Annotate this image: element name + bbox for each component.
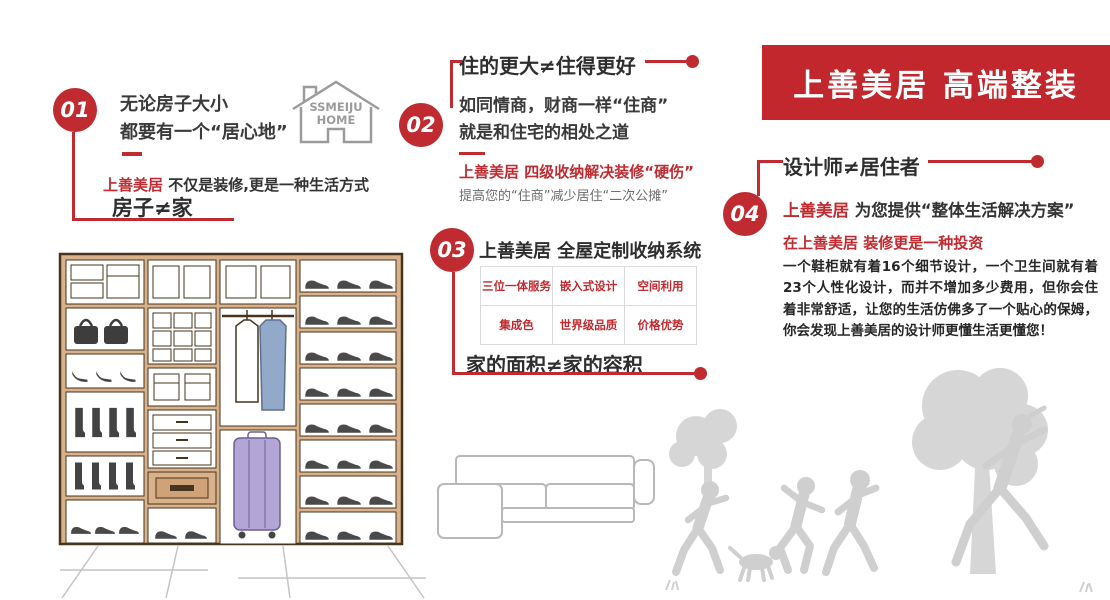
home-logo-text-2: HOME (317, 113, 356, 127)
section-02-title: 住的更大≠住得更好 (459, 54, 636, 78)
step-02-badge: 02 (399, 103, 443, 147)
grass-icon (665, 579, 1093, 593)
section-02-note: 提高您的“住商”减少居住“二次公摊” (459, 189, 668, 204)
dog-icon (728, 546, 783, 582)
connector-line-02-vertical (450, 60, 453, 108)
section-04-invest-line: 在上善美居 装修更是一种投资 (783, 234, 984, 252)
step-04-badge: 04 (723, 192, 767, 236)
section-01-slogan-brand: 上善美居 (103, 176, 164, 194)
section-04-lead-rest: 为您提供“整体生活解决方案” (854, 201, 1075, 220)
home-logo-text-1: SSMEIJU (309, 100, 362, 114)
brand-banner: 上善美居 高端整装 (762, 45, 1110, 120)
feature-cell: 空间利用 (625, 267, 697, 306)
step-02-number: 02 (406, 113, 436, 137)
section-02-body-line2: 就是和住宅的相处之道 (459, 123, 629, 143)
tree-icon (912, 368, 1048, 574)
step-01-number: 01 (60, 98, 90, 122)
connector-line-04-left (757, 160, 783, 163)
section-01-intro-line1: 无论房子大小 (120, 94, 228, 115)
feature-cell: 嵌入式设计 (553, 267, 625, 306)
section-01-intro-line2: 都要有一个“居心地” (120, 122, 288, 143)
connector-line-02-left (450, 60, 462, 63)
section-04-lead-brand: 上善美居 (783, 201, 849, 220)
home-logo-icon: SSMEIJU HOME (289, 78, 383, 152)
section-02-body-line1: 如同情商，财商一样“住商” (459, 96, 669, 116)
step-03-number: 03 (437, 238, 467, 262)
section-01-slogan: 上善美居 不仅是装修,更是一种生活方式 (103, 174, 369, 195)
step-04-number: 04 (730, 202, 760, 226)
connector-line-04-vertical (757, 160, 760, 196)
section-04-lead: 上善美居 为您提供“整体生活解决方案” (783, 197, 1074, 221)
connector-line-04-right (928, 160, 1036, 163)
brand-banner-title: 上善美居 高端整装 (793, 68, 1079, 104)
children-icon (672, 470, 880, 576)
feature-cell: 价格优势 (625, 306, 697, 345)
family-silhouette-illustration (648, 338, 1110, 600)
section-01-accent-dash (122, 152, 142, 156)
section-01-intro: 无论房子大小 都要有一个“居心地” (120, 91, 288, 147)
connector-line-03-vertical (452, 272, 455, 375)
step-03-badge: 03 (430, 228, 474, 272)
section-02-body: 如同情商，财商一样“住商” 就是和住宅的相处之道 (459, 93, 668, 147)
running-woman-icon (951, 405, 1049, 567)
section-04-title: 设计师≠居住者 (783, 155, 920, 179)
sofa-illustration (436, 450, 658, 546)
connector-dot-02 (686, 55, 699, 68)
step-01-badge: 01 (53, 88, 97, 132)
section-02-accent-dash (459, 152, 485, 155)
connector-line-01-horizontal (72, 218, 234, 221)
connector-line-01-vertical (72, 132, 75, 220)
section-02-highlight: 上善美居 四级收纳解决装修“硬伤” (459, 163, 694, 181)
feature-cell: 三位一体服务 (481, 267, 553, 306)
connector-dot-03 (694, 367, 707, 380)
connector-line-02-right (645, 60, 691, 63)
section-04-paragraph: 一个鞋柜就有着16个细节设计，一个卫生间就有着23个人性化设计，而并不增加多少费… (783, 259, 1098, 339)
feature-table: 三位一体服务 嵌入式设计 空间利用 集成色 世界级品质 价格优势 (480, 266, 697, 345)
wardrobe-illustration (58, 252, 430, 600)
feature-cell: 世界级品质 (553, 306, 625, 345)
section-01-headline: 房子≠家 (112, 196, 193, 220)
connector-line-03-horizontal (452, 372, 700, 375)
feature-cell: 集成色 (481, 306, 553, 345)
section-03-title: 上善美居 全屋定制收纳系统 (479, 241, 702, 262)
section-01-slogan-rest: 不仅是装修,更是一种生活方式 (168, 176, 369, 194)
connector-dot-04 (1031, 155, 1044, 168)
